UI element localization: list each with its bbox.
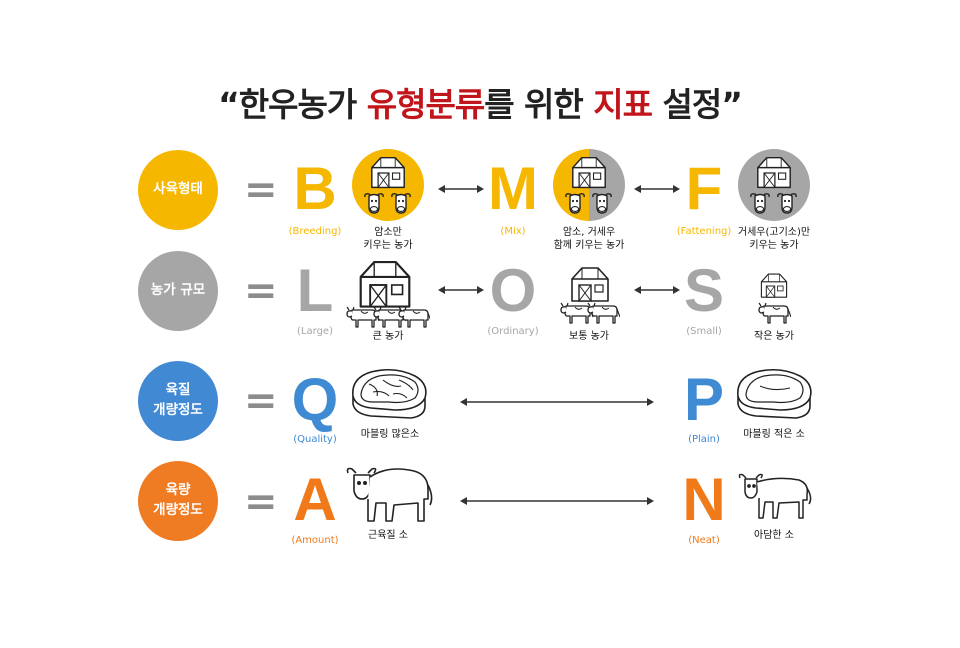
caption-large: 큰 농가	[372, 331, 404, 342]
letter-m: M	[488, 155, 538, 222]
page-title: “한우농가 유형분류를 위한 지표 설정”	[218, 85, 743, 124]
sub-quality: (Quality)	[293, 434, 337, 445]
equals-sign: =	[244, 479, 278, 525]
sub-ordinary: (Ordinary)	[487, 326, 539, 337]
sub-plain: (Plain)	[688, 434, 720, 445]
barn-icon	[757, 156, 791, 189]
double-arrow-icon	[460, 497, 654, 505]
double-arrow-icon	[460, 398, 654, 406]
cow-icon	[587, 302, 620, 324]
sub-fattening: (Fattening)	[676, 226, 732, 237]
sub-mix: (Mix)	[500, 226, 526, 237]
sub-small: (Small)	[686, 326, 722, 337]
mix-icon	[553, 149, 625, 221]
letter-p: P	[683, 366, 725, 433]
sub-breeding: (Breeding)	[288, 226, 342, 237]
category-circle-rearing: 사육형태	[138, 150, 218, 230]
sub-amount: (Amount)	[291, 535, 339, 546]
letter-f: F	[685, 155, 723, 222]
caption-amount: 근육질 소	[368, 530, 408, 541]
steak-icon	[352, 368, 427, 419]
letter-n: N	[682, 466, 726, 533]
double-arrow-icon	[438, 184, 484, 194]
caption-neat: 아담한 소	[754, 530, 794, 541]
cow-icon	[346, 306, 380, 328]
compact-cow-icon	[738, 473, 812, 519]
equals-sign: =	[244, 268, 278, 314]
caption-ordinary: 보통 농가	[569, 331, 609, 342]
barn-icon	[572, 156, 606, 189]
breeding-icon	[352, 149, 424, 221]
double-arrow-icon	[438, 285, 484, 295]
letter-a: A	[293, 466, 337, 533]
letter-q: Q	[291, 366, 339, 433]
marbled-steak-icon	[352, 368, 427, 419]
bull-icon	[738, 473, 812, 519]
category-circle-farm-size: 농가 규모	[138, 251, 218, 331]
fattening-icon	[738, 149, 810, 221]
bull-icon	[346, 467, 433, 522]
barn-icon	[760, 273, 788, 298]
caption-small: 작은 농가	[754, 331, 794, 342]
sub-large: (Large)	[297, 326, 333, 337]
small-farm-icon	[758, 273, 791, 324]
cow-icon	[758, 302, 791, 324]
equals-sign: =	[244, 167, 278, 213]
barn-icon	[571, 267, 609, 302]
equals-sign: =	[244, 378, 278, 424]
sub-neat: (Neat)	[688, 535, 720, 546]
ordinary-farm-icon	[560, 267, 620, 324]
steak-icon	[737, 368, 812, 419]
letter-s: S	[683, 257, 725, 324]
cow-icon	[560, 302, 594, 324]
cow-icon	[398, 306, 430, 328]
caption-plain: 마블링 적은 소	[743, 429, 805, 440]
letter-b: B	[293, 155, 337, 222]
muscular-cow-icon	[346, 467, 433, 522]
plain-steak-icon	[737, 368, 812, 419]
barn-icon	[359, 260, 411, 308]
caption-quality: 마블링 많은소	[360, 429, 420, 440]
barn-icon	[371, 156, 405, 189]
letter-l: L	[296, 257, 334, 324]
letter-o: O	[489, 257, 537, 324]
large-farm-icon	[346, 260, 430, 328]
